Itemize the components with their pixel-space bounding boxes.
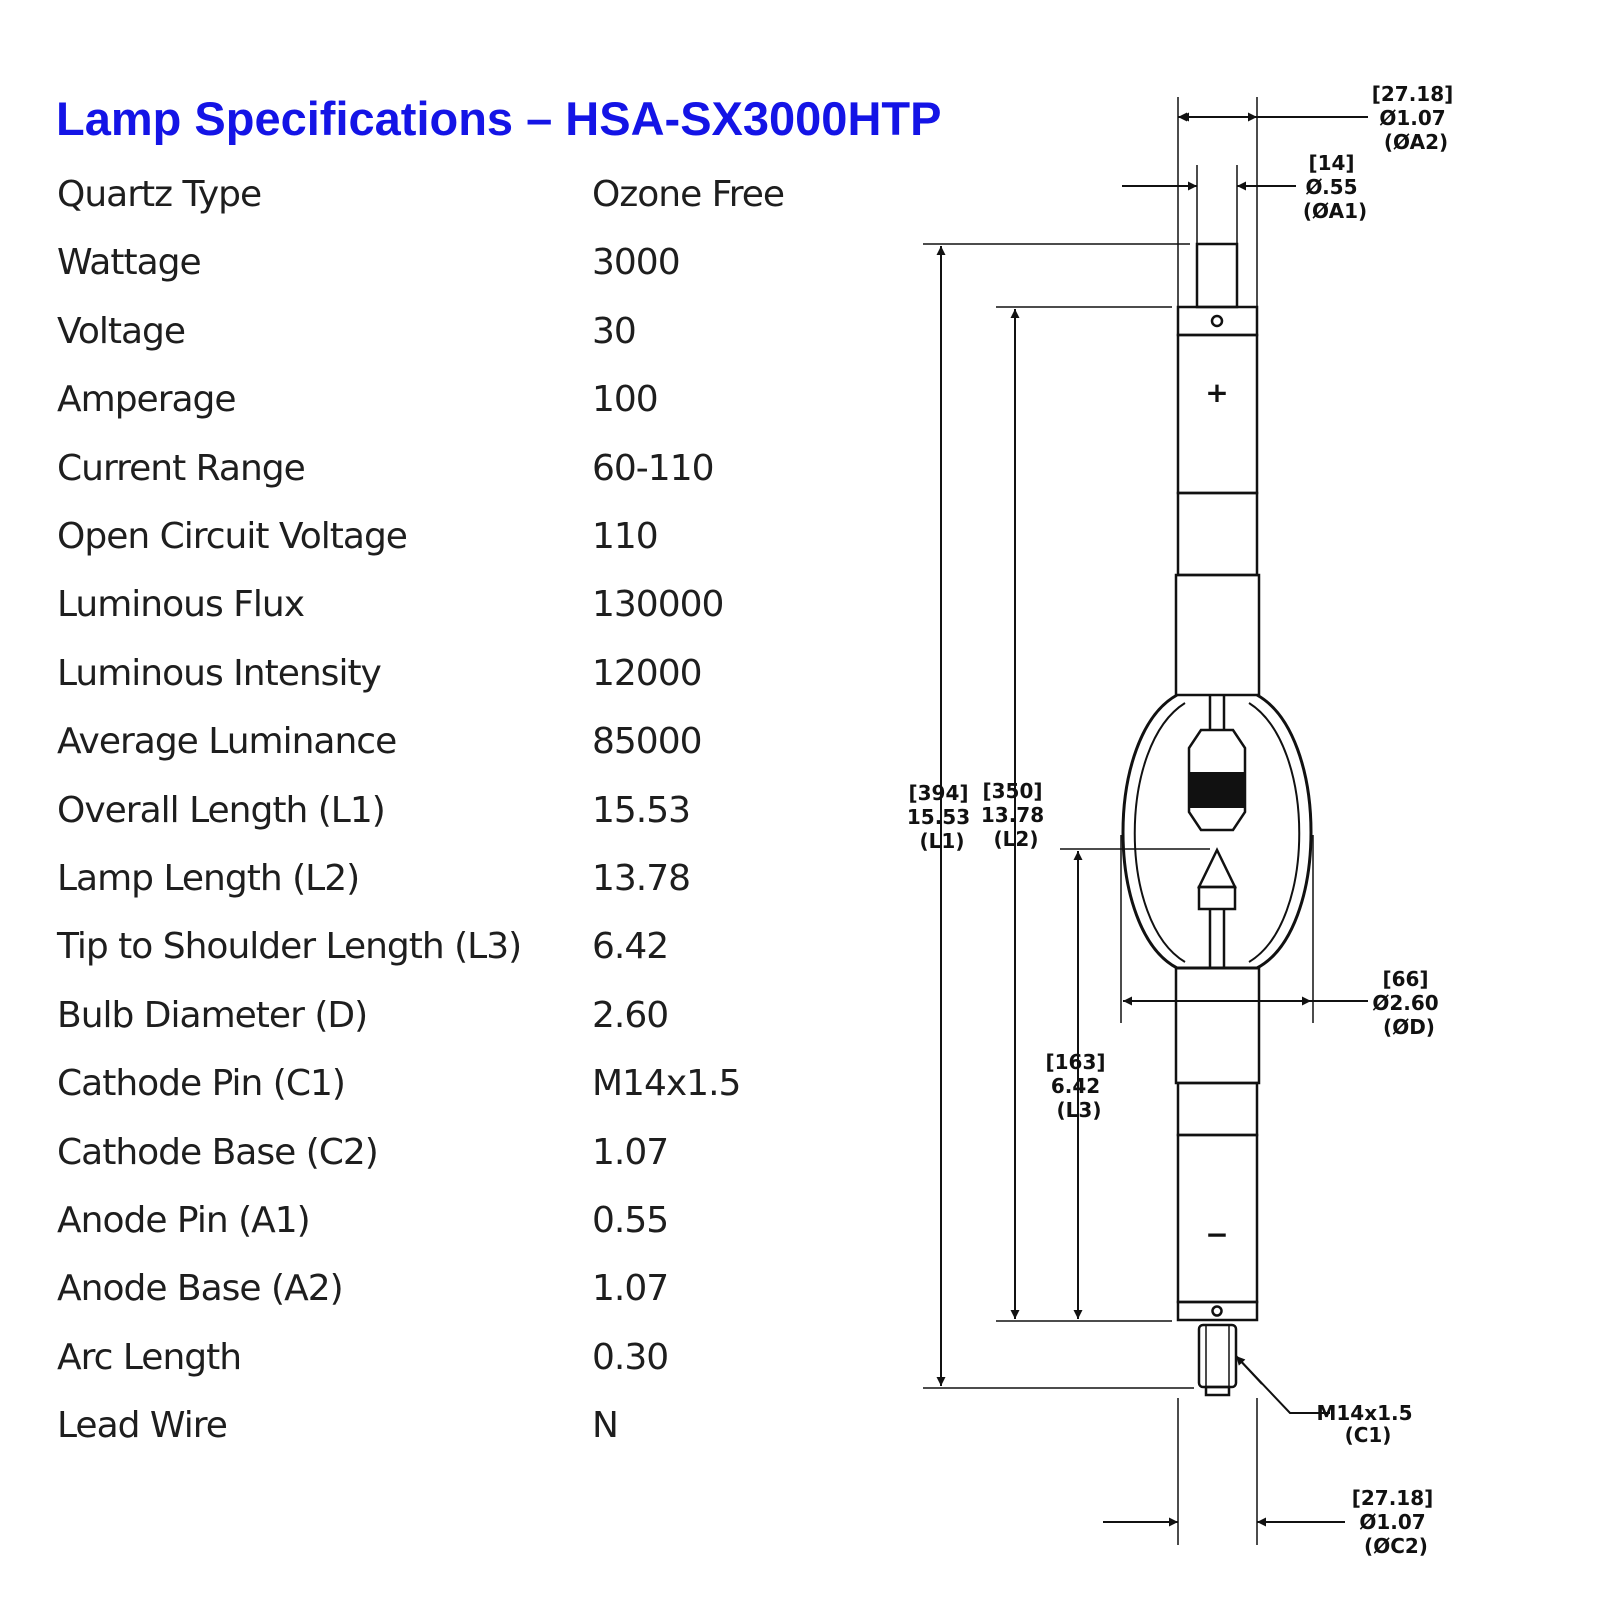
cathode-pin-tip bbox=[1204, 1385, 1231, 1397]
anode-band bbox=[1189, 772, 1245, 808]
spec-label: Overall Length (L1) bbox=[57, 789, 386, 831]
spec-value: 60-110 bbox=[592, 447, 715, 489]
spec-label: Current Range bbox=[57, 447, 306, 489]
spec-label: Tip to Shoulder Length (L3) bbox=[57, 926, 522, 968]
anode-base bbox=[1176, 333, 1259, 495]
spec-value: M14x1.5 bbox=[592, 1063, 741, 1105]
lamp-outline bbox=[1121, 242, 1313, 1397]
dim-l3-label: [163] 6.42 (L3) bbox=[1046, 1050, 1113, 1122]
cathode-collar bbox=[1197, 885, 1237, 911]
spec-value: N bbox=[592, 1405, 619, 1447]
spec-label: Amperage bbox=[57, 379, 237, 421]
spec-value: 6.42 bbox=[592, 926, 669, 968]
spec-label: Voltage bbox=[57, 310, 186, 352]
anode-pin bbox=[1195, 242, 1239, 309]
spec-label: Luminous Flux bbox=[57, 584, 305, 626]
anode-ring-hole-icon bbox=[1210, 314, 1224, 328]
spec-value: 0.55 bbox=[592, 1200, 669, 1241]
dim-d-label: [66] Ø2.60 (ØD) bbox=[1372, 967, 1445, 1039]
bulb-outer bbox=[1121, 693, 1313, 970]
spec-label: Anode Base (A2) bbox=[57, 1268, 344, 1310]
spec-value: 85000 bbox=[592, 721, 703, 763]
spec-value: 12000 bbox=[592, 652, 703, 694]
spec-value: 3000 bbox=[592, 242, 681, 284]
dimension-lines bbox=[936, 112, 1368, 1527]
dim-l1-label: [394] 15.53 (L1) bbox=[907, 781, 977, 853]
spec-value: 15.53 bbox=[592, 789, 691, 831]
spec-value: 100 bbox=[592, 379, 659, 421]
spec-label: Arc Length bbox=[57, 1336, 242, 1378]
spec-value: 30 bbox=[592, 310, 637, 352]
spec-label: Quartz Type bbox=[57, 174, 262, 215]
dim-l2-label: [350] 13.78 (L2) bbox=[981, 779, 1051, 851]
page-title: Lamp Specifications – HSA-SX3000HTP bbox=[56, 92, 942, 145]
dim-c2-label: [27.18] Ø1.07 (ØC2) bbox=[1352, 1486, 1441, 1558]
extension-lines bbox=[923, 97, 1314, 1545]
cathode-base-ring bbox=[1176, 1300, 1259, 1322]
spec-label: Lamp Length (L2) bbox=[57, 858, 360, 899]
plus-icon: + bbox=[1205, 376, 1228, 409]
bulb-inner bbox=[1133, 702, 1301, 963]
cathode-tip bbox=[1197, 847, 1237, 889]
dim-c1-label: M14x1.5 (C1) bbox=[1316, 1401, 1419, 1447]
spec-value: 13.78 bbox=[592, 858, 691, 899]
spec-label: Lead Wire bbox=[57, 1405, 228, 1447]
spec-label: Open Circuit Voltage bbox=[57, 516, 408, 557]
anode-base-ring bbox=[1176, 305, 1259, 337]
anode-neck bbox=[1176, 491, 1259, 577]
anode-shoulder bbox=[1174, 573, 1261, 697]
spec-label: Average Luminance bbox=[57, 721, 397, 763]
spec-value: 130000 bbox=[592, 584, 724, 626]
spec-value: 1.07 bbox=[592, 1268, 669, 1310]
spec-label: Cathode Pin (C1) bbox=[57, 1063, 346, 1105]
spec-value: Ozone Free bbox=[592, 174, 785, 215]
cathode-shoulder bbox=[1174, 966, 1261, 1085]
spec-label: Luminous Intensity bbox=[57, 652, 382, 694]
cathode-pin bbox=[1197, 1323, 1238, 1389]
spec-label: Anode Pin (A1) bbox=[57, 1200, 311, 1241]
spec-value: 0.30 bbox=[592, 1336, 669, 1378]
dim-a1-label: [14] Ø.55 (ØA1) bbox=[1303, 151, 1367, 223]
cathode-neck bbox=[1176, 1081, 1259, 1137]
spec-label: Cathode Base (C2) bbox=[57, 1131, 379, 1173]
spec-value: 1.07 bbox=[592, 1131, 669, 1173]
spec-label: Bulb Diameter (D) bbox=[57, 994, 368, 1036]
spec-value: 110 bbox=[592, 516, 659, 557]
anode-electrode bbox=[1187, 728, 1247, 832]
dim-a2-label: [27.18] Ø1.07 (ØA2) bbox=[1372, 82, 1461, 154]
spec-value: 2.60 bbox=[592, 994, 669, 1036]
minus-icon: − bbox=[1205, 1218, 1228, 1251]
cathode-ring-hole-icon bbox=[1211, 1305, 1223, 1317]
spec-label: Wattage bbox=[57, 242, 202, 284]
